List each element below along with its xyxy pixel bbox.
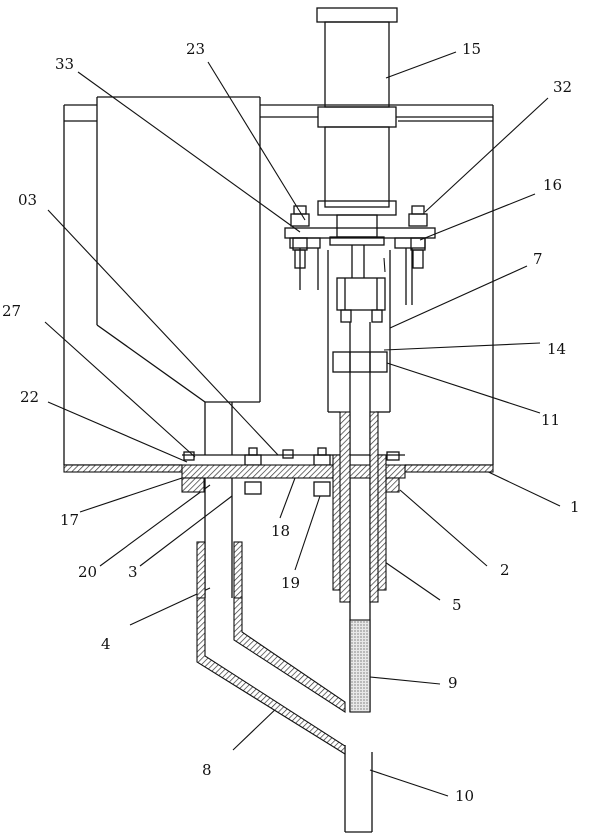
base-plate: [64, 454, 493, 466]
base-plate-right-hatch: [404, 464, 494, 473]
sleeve-4-left: [196, 541, 206, 599]
guide-housing-7: [327, 250, 391, 413]
label-9: 9: [448, 674, 458, 692]
clamp-block: [332, 351, 388, 373]
label-20: 20: [78, 563, 98, 581]
cylinder-15: [260, 7, 493, 246]
label-8: 8: [202, 761, 212, 779]
label-7: 7: [533, 250, 543, 268]
material-charge-9: [349, 619, 371, 713]
label-33: 33: [55, 55, 75, 73]
hopper-neck: [204, 402, 233, 455]
label-15: 15: [462, 40, 482, 58]
label-14: 14: [547, 340, 567, 358]
leader-lines: [44, 51, 561, 797]
piston-coupling: [336, 245, 386, 323]
label-27: 27: [2, 302, 22, 320]
label-2: 2: [500, 561, 510, 579]
label-23: 23: [186, 40, 206, 58]
label-19: 19: [281, 574, 301, 592]
label-17: 17: [60, 511, 80, 529]
flange-17: [181, 477, 205, 493]
label-03: 03: [18, 191, 38, 209]
sleeve-right: [369, 411, 379, 603]
label-18: 18: [271, 522, 291, 540]
feed-tube-4: [204, 478, 233, 598]
label-1: 1: [570, 498, 580, 516]
label-10: 10: [455, 787, 475, 805]
label-3: 3: [128, 563, 138, 581]
sleeve-left: [339, 411, 351, 603]
frame: [63, 104, 494, 465]
label-11: 11: [541, 411, 561, 429]
chute-8-inner: [233, 597, 346, 714]
label-32: 32: [553, 78, 573, 96]
base-plate-left-hatch: [63, 464, 183, 473]
chute-8-outer: [196, 597, 346, 755]
hopper: [96, 96, 261, 403]
label-16: 16: [543, 176, 563, 194]
top-bolts: [290, 205, 428, 269]
sleeve-4-right: [233, 541, 243, 599]
label-22: 22: [20, 388, 40, 406]
label-4: 4: [101, 635, 111, 653]
nozzle-10: [342, 745, 373, 833]
label-5: 5: [452, 596, 462, 614]
